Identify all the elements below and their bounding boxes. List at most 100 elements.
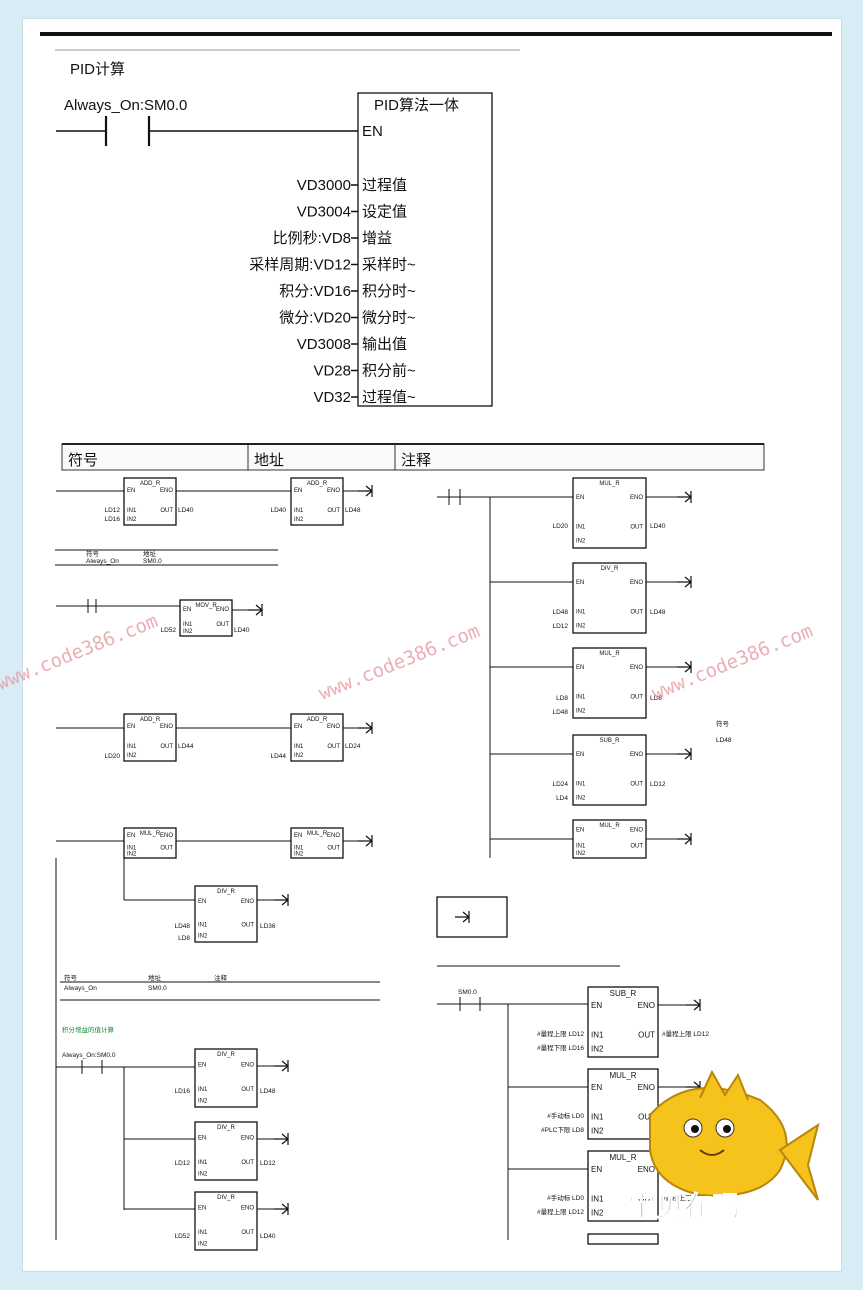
label-b1: LD16 — [174, 1088, 190, 1095]
label-l1c: LD40 — [178, 507, 194, 514]
pid-block-title: PID算法一体 — [374, 96, 459, 114]
param-input-5: 微分:VD20 — [279, 310, 351, 327]
func-box-rb0-title: SUB_R — [610, 989, 637, 998]
func-box-rb2-in2: IN2 — [591, 1208, 604, 1217]
contact-label: Always_On:SM0.0 — [64, 97, 187, 114]
table3-address: 地址 — [148, 973, 162, 982]
func-box-r4-title: MUL_R — [599, 823, 620, 829]
label-r1b: LD12 — [552, 623, 568, 630]
coil-arrow-l1 — [358, 485, 373, 497]
func-box-rb1-in1: IN1 — [591, 1112, 604, 1121]
func-box-r0-en: EN — [576, 495, 584, 501]
func-box-l3-title: MOV_R — [195, 603, 217, 609]
func-box-l8-en: EN — [198, 899, 206, 905]
coil-arrow-r0 — [677, 491, 692, 503]
func-box-l2-out: OUT — [327, 508, 340, 514]
func-box-l8-eno: ENO — [241, 899, 254, 905]
table3-comment: 注释 — [214, 973, 228, 982]
func-box-r1-title: DIV_R — [601, 566, 619, 572]
func-box-l2-in1: IN1 — [294, 508, 304, 514]
func-box-r2-en: EN — [576, 665, 584, 671]
func-box-r2-out: OUT — [630, 694, 643, 700]
param-pin-2: 增益 — [362, 230, 392, 247]
func-box-b1-title: DIV_R — [217, 1125, 235, 1131]
table2-row-symbol: Always_On — [86, 558, 119, 565]
func-box-l5-eno: ENO — [327, 724, 340, 730]
func-box-l6-out: OUT — [160, 846, 173, 852]
func-box-r3-in2: IN2 — [576, 795, 586, 801]
func-box-l5-en: EN — [294, 724, 302, 730]
func-box-l4-en: EN — [127, 724, 135, 730]
label-r-symbol: 符号 — [716, 719, 730, 728]
func-box-r4-eno: ENO — [630, 827, 643, 833]
always-on-small-label: Always_On:SM0.0 — [62, 1052, 116, 1059]
partial-box-bottom[interactable] — [587, 1233, 659, 1245]
partial-box[interactable] — [436, 896, 508, 938]
func-box-r4-in1: IN1 — [576, 843, 586, 849]
coil-arrow-b2 — [274, 1203, 289, 1215]
func-box-l1-en: EN — [127, 488, 135, 494]
func-box-b1-eno: ENO — [241, 1135, 254, 1141]
table2-row-address: SM0.0 — [143, 558, 162, 565]
func-box-b2-title: DIV_R — [217, 1195, 235, 1201]
func-box-r3-in1: IN1 — [576, 781, 586, 787]
func-box-l6-en: EN — [127, 833, 135, 839]
func-box-b0-out: OUT — [241, 1087, 254, 1093]
func-box-l7-in2: IN2 — [294, 852, 304, 858]
func-box-b1-in1: IN1 — [198, 1160, 208, 1166]
watermark-3: www.code386.com — [649, 620, 816, 705]
func-box-b0-in2: IN2 — [198, 1098, 208, 1104]
func-box-b2-in2: IN2 — [198, 1241, 208, 1247]
func-box-l4-out: OUT — [160, 744, 173, 750]
param-input-7: VD28 — [313, 363, 351, 380]
table-col-comment: 注释 — [401, 452, 431, 469]
table-col-address: 地址 — [254, 452, 284, 469]
func-box-l4-title: ADD_R — [140, 717, 161, 723]
func-box-rb0-in2: IN2 — [591, 1044, 604, 1053]
watermark-1: www.code386.com — [0, 610, 161, 695]
param-input-8: VD32 — [313, 389, 351, 406]
func-box-b0-title: DIV_R — [217, 1052, 235, 1058]
label-l2a: LD52 — [160, 627, 176, 634]
label-l1b: LD16 — [104, 516, 120, 523]
table-col-symbol: 符号 — [68, 452, 98, 469]
func-box-l3-en: EN — [183, 607, 191, 613]
label-r2b: LD48 — [552, 709, 568, 716]
label-l5a: LD48 — [174, 923, 190, 930]
func-box-l4-in2: IN2 — [127, 753, 137, 759]
watermark-2: www.code386.com — [316, 620, 483, 705]
pid-en-pin: EN — [362, 123, 383, 140]
pid-block[interactable] — [357, 92, 493, 407]
param-input-3: 采样周期:VD12 — [249, 257, 351, 274]
param-input-6: VD3008 — [297, 336, 351, 353]
func-box-b0-en: EN — [198, 1062, 206, 1068]
func-box-r1-in2: IN2 — [576, 623, 586, 629]
param-pin-7: 积分前~ — [362, 363, 416, 380]
func-box-rb0-in1: IN1 — [591, 1030, 604, 1039]
param-input-2: 比例秒:VD8 — [273, 230, 351, 247]
func-box-l8-title: DIV_R — [217, 889, 235, 895]
func-box-l4-in1: IN1 — [127, 744, 137, 750]
